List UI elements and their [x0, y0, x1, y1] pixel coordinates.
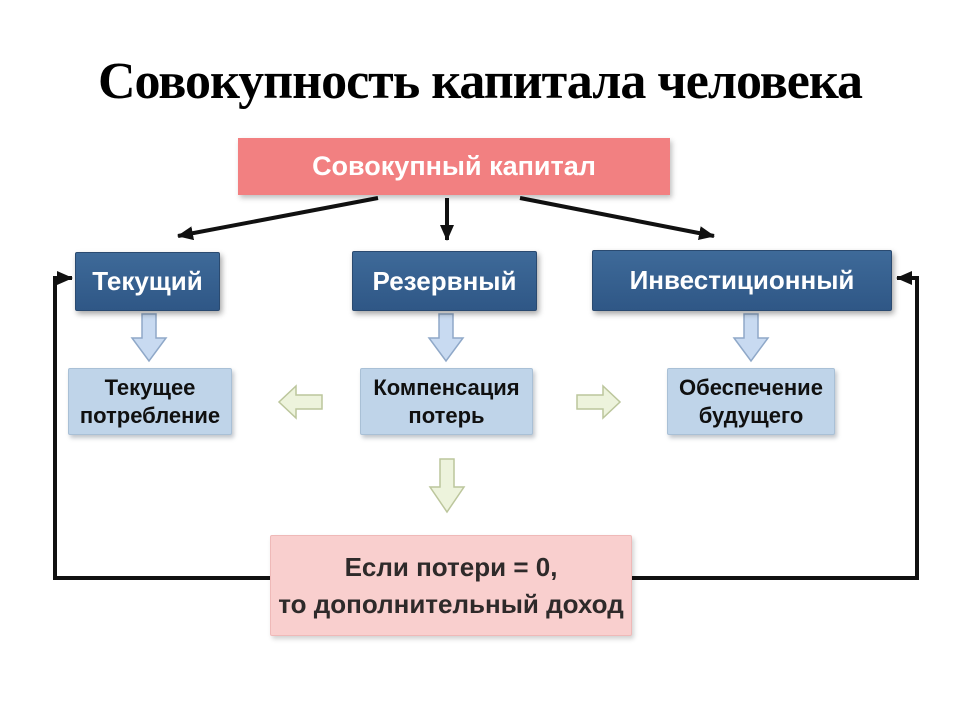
right-block-arrow: [576, 384, 622, 420]
node-loss-compensation: Компенсация потерь: [360, 368, 533, 435]
node-current-consumption: Текущее потребление: [68, 368, 232, 435]
down-block-arrow-current: [130, 313, 168, 363]
node-reserve-capital: Резервный: [352, 251, 537, 311]
node-total-capital-label: Совокупный капитал: [312, 151, 596, 181]
left-block-arrow: [277, 384, 323, 420]
arrow-root-to-current: [177, 196, 379, 241]
node-current-capital-label: Текущий: [92, 266, 203, 296]
down-block-arrow-investment: [732, 313, 770, 363]
node-loss-compensation-label: Компенсация потерь: [373, 375, 520, 428]
feedback-loop-right: [632, 271, 919, 580]
node-feedback-condition: Если потери = 0, то дополнительный доход: [270, 535, 632, 636]
node-current-capital: Текущий: [75, 252, 220, 311]
feedback-loop-left: [53, 271, 270, 580]
feedback-condition-line2: то дополнительный доход: [278, 588, 624, 619]
node-future-security-label: Обеспечение будущего: [679, 375, 823, 428]
node-investment-capital: Инвестиционный: [592, 250, 892, 311]
arrow-root-to-investment: [519, 196, 715, 240]
node-future-security: Обеспечение будущего: [667, 368, 835, 435]
node-investment-capital-label: Инвестиционный: [629, 265, 855, 295]
node-total-capital: Совокупный капитал: [238, 138, 670, 195]
down-block-arrow-reserve: [427, 313, 465, 363]
node-reserve-capital-label: Резервный: [372, 265, 517, 296]
down-block-arrow-feedback: [428, 458, 466, 514]
page-title: Совокупность капитала человека: [97, 53, 863, 110]
feedback-condition-line1: Если потери = 0,: [344, 552, 558, 583]
node-current-consumption-label: Текущее потребление: [79, 375, 221, 428]
